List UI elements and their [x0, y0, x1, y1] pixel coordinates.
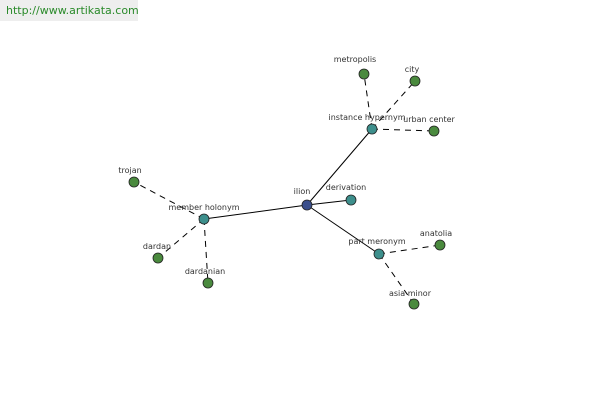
node-label-asia-minor[interactable]: asia minor: [389, 289, 432, 298]
node-derivation[interactable]: [345, 194, 357, 206]
node-label-anatolia[interactable]: anatolia: [420, 229, 452, 238]
node-part-meronym[interactable]: [373, 248, 385, 260]
edge-part-meronym-to-anatolia: [378, 244, 441, 255]
node-dardan[interactable]: [152, 252, 164, 264]
edge-ilion-to-derivation: [306, 199, 352, 206]
url-banner[interactable]: http://www.artikata.com: [0, 0, 139, 21]
labels-layer: ilion derivation instance hypernym member h…: [118, 55, 455, 298]
node-city[interactable]: [409, 75, 421, 87]
node-urban-center[interactable]: [428, 125, 440, 137]
node-member-holonym[interactable]: [198, 213, 210, 225]
node-label-instance-hypernym[interactable]: instance hypernym: [329, 113, 406, 122]
edge-member-holonym-to-dardan: [157, 218, 205, 259]
edge-ilion-to-part-meronym: [306, 204, 380, 255]
node-ilion[interactable]: [301, 199, 313, 211]
node-label-member-holonym[interactable]: member holonym: [168, 203, 239, 212]
node-trojan[interactable]: [128, 176, 140, 188]
node-label-metropolis[interactable]: metropolis: [334, 55, 376, 64]
node-label-part-meronym[interactable]: part meronym: [348, 237, 405, 246]
node-label-dardanian[interactable]: dardanian: [185, 267, 225, 276]
node-label-urban-center[interactable]: urban center: [403, 115, 455, 124]
node-asia-minor[interactable]: [408, 298, 420, 310]
edge-instance-hypernym-to-metropolis: [363, 73, 373, 130]
edge-instance-hypernym-to-urban-center: [371, 128, 435, 132]
edge-ilion-to-instance-hypernym: [306, 128, 373, 206]
node-label-city[interactable]: city: [405, 65, 420, 74]
node-label-derivation[interactable]: derivation: [326, 183, 366, 192]
nodes-layer: [128, 68, 446, 310]
node-label-ilion[interactable]: ilion: [294, 187, 311, 196]
node-dardanian[interactable]: [202, 277, 214, 289]
edge-ilion-to-member-holonym: [203, 204, 308, 220]
url-text[interactable]: http://www.artikata.com: [6, 4, 139, 17]
node-instance-hypernym[interactable]: [366, 123, 378, 135]
node-metropolis[interactable]: [358, 68, 370, 80]
node-anatolia[interactable]: [434, 239, 446, 251]
node-label-dardan[interactable]: dardan: [143, 242, 171, 251]
node-label-trojan[interactable]: trojan: [118, 166, 141, 175]
edges-layer: [133, 73, 441, 305]
edge-member-holonym-to-trojan: [133, 181, 205, 220]
